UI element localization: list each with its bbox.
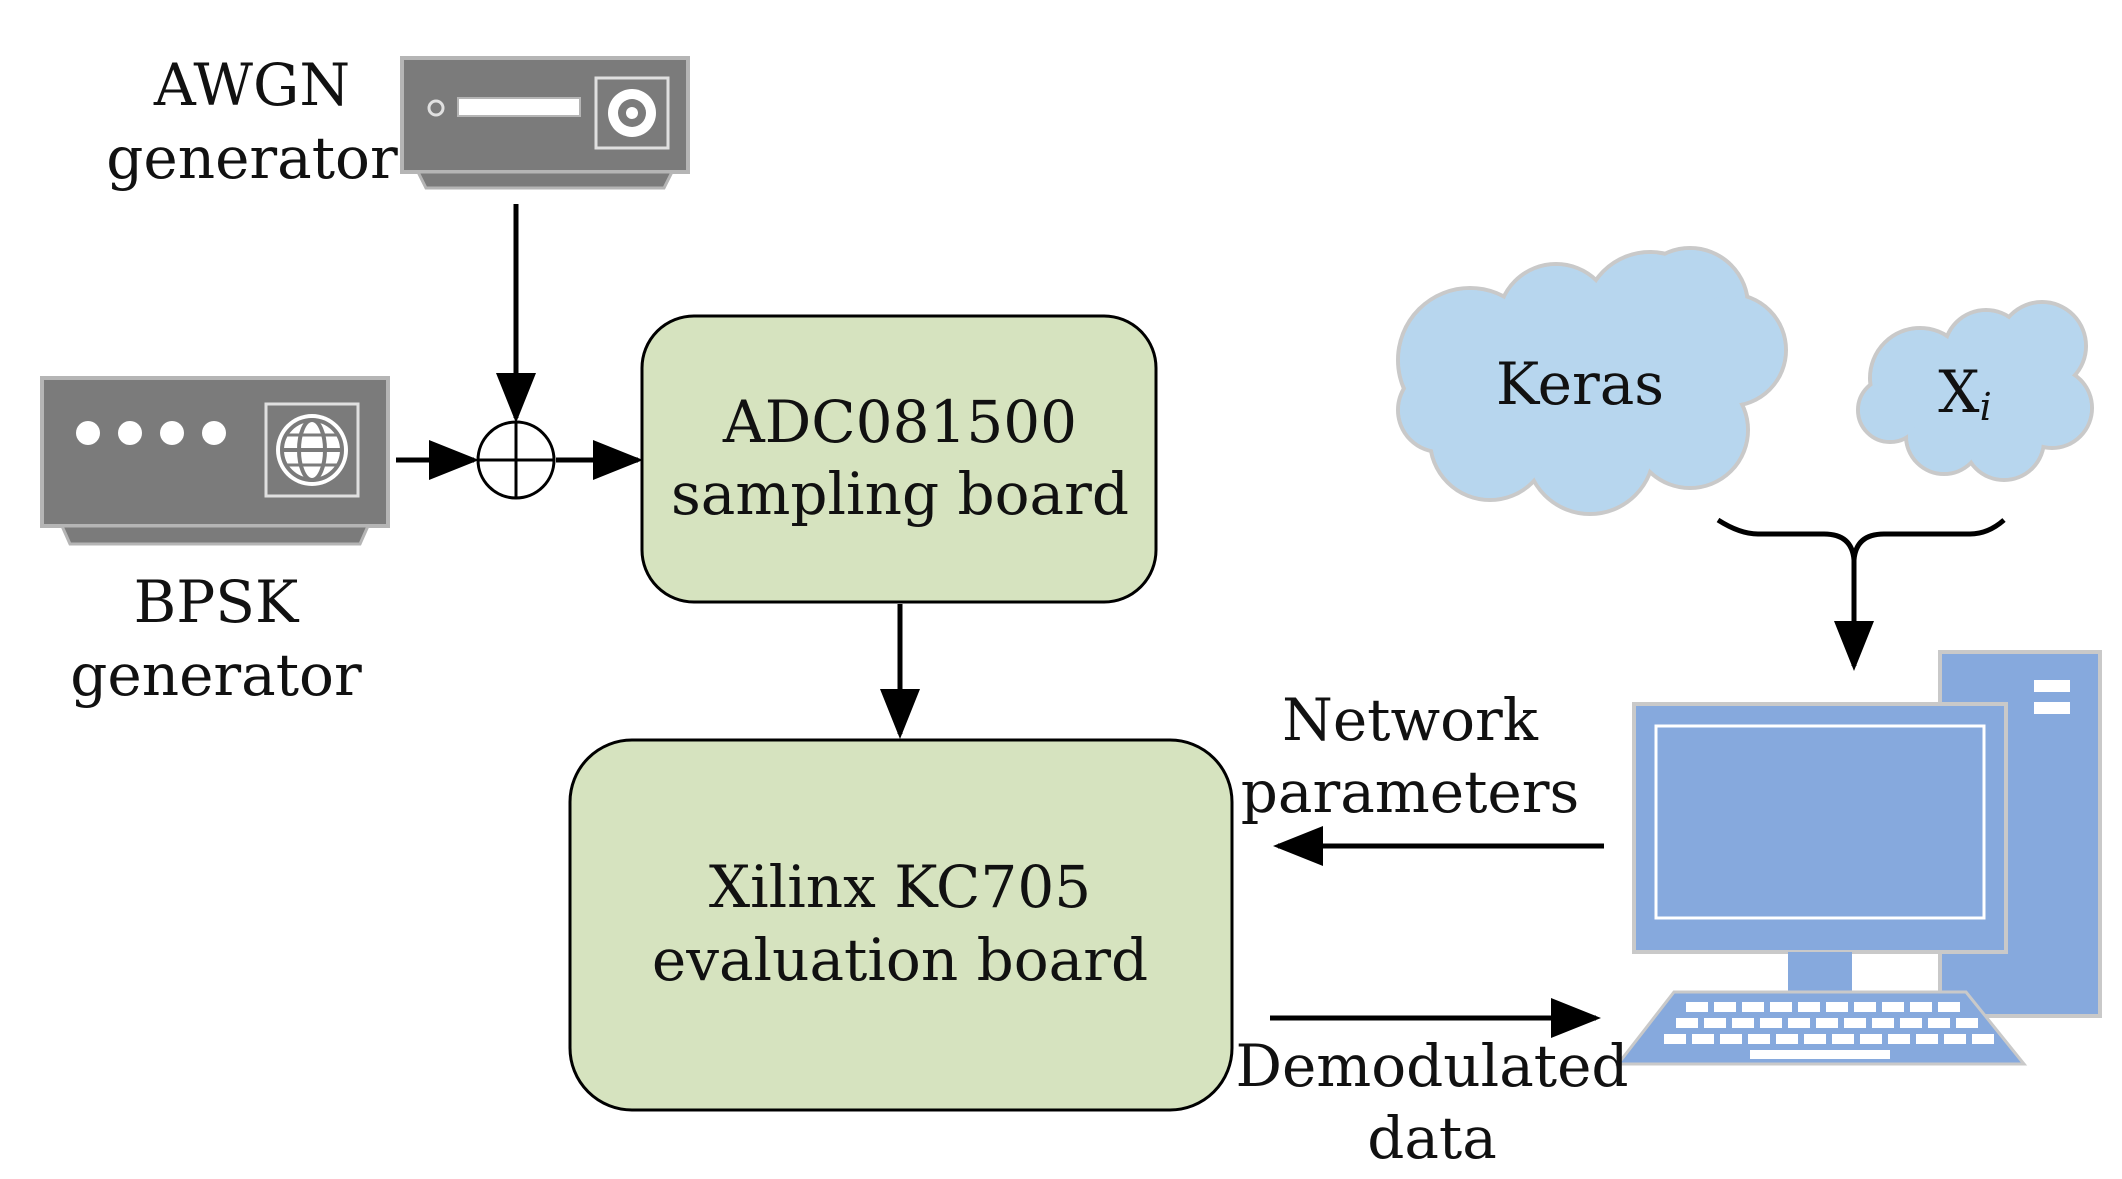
keras-cloud-icon (1396, 246, 1788, 516)
keyboard-keys (1664, 1002, 1994, 1059)
desktop-computer-icon (1614, 650, 2102, 1066)
xi-label: Xi (1938, 358, 1991, 429)
bpsk-generator-icon (40, 376, 390, 546)
adc-label-line2: sampling board (671, 460, 1129, 528)
globe-icon (276, 414, 348, 486)
demod-label-line2: data (1367, 1104, 1497, 1172)
xi-cloud-icon (1856, 300, 2094, 482)
awgn-label-line1: AWGN (153, 51, 350, 119)
summing-junction-icon (476, 420, 556, 500)
network-params-label-line1: Network (1282, 686, 1539, 754)
demod-label-line1: Demodulated (1235, 1032, 1628, 1100)
bpsk-label-line1: BPSK (134, 568, 300, 636)
fpga-label-line1: Xilinx KC705 (709, 853, 1091, 921)
fpga-label-line2: evaluation board (652, 926, 1148, 994)
merge-brace (1716, 517, 2006, 561)
network-params-label-line2: parameters (1241, 758, 1579, 826)
bpsk-label-line2: generator (70, 641, 362, 709)
monitor-screen (1654, 724, 1986, 920)
fpga-evaluation-board-box (568, 738, 1234, 1112)
adc-sampling-board-box (640, 314, 1158, 604)
awgn-label-line2: generator (106, 124, 398, 192)
awgn-generator-icon (400, 56, 690, 190)
xi-subscript: i (1980, 385, 1992, 429)
keras-label: Keras (1496, 350, 1664, 418)
adc-label-line1: ADC081500 (722, 388, 1077, 456)
xi-base: X (1938, 358, 1980, 426)
